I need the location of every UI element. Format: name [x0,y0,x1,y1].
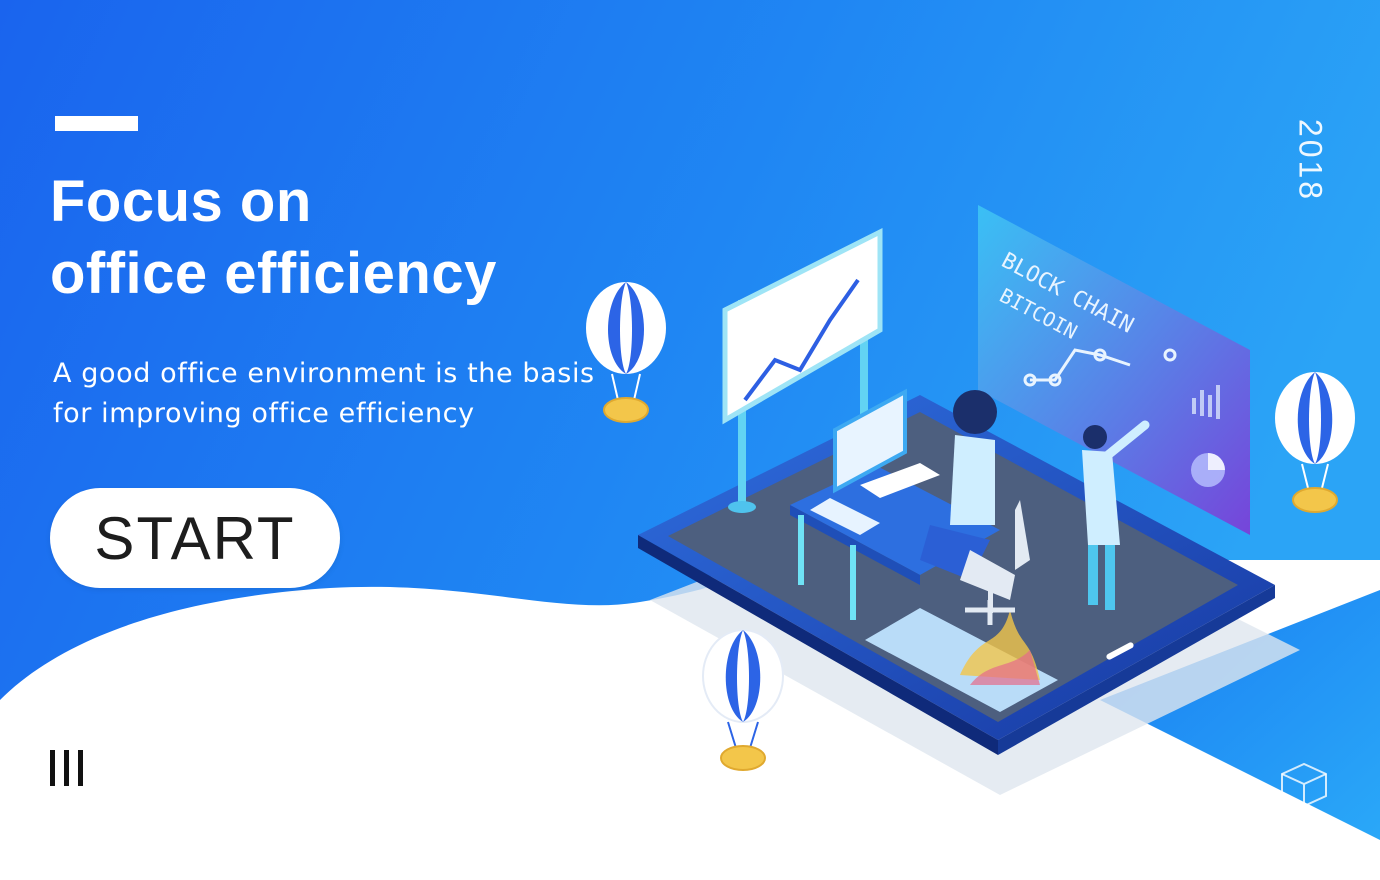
hot-air-balloon-icon [1275,372,1355,513]
hero-subtitle-line-2: for improving office efficiency [53,398,475,429]
hero-title: Focus on office efficiency [50,166,497,310]
block-chain-panel: BLOCK CHAIN BITCOIN [978,205,1250,535]
standing-person [1082,420,1150,610]
hero-title-line-1: Focus on [50,169,312,234]
bitcoin-coin-icon [1292,487,1338,513]
bitcoin-coin-icon [720,745,766,771]
office-illustration: BLOCK CHAIN BITCOIN [638,205,1300,795]
seated-person [920,390,1030,625]
hero-title-line-2: office efficiency [50,241,497,306]
start-button[interactable]: START [50,488,340,588]
hot-air-balloon-icon [702,629,784,771]
hot-air-balloon-icon [586,282,666,423]
hero-subtitle: A good office environment is the basis f… [53,354,713,434]
cube-icon [1281,762,1327,808]
menu-icon[interactable] [50,750,84,786]
accent-bar [55,116,138,131]
whiteboard [722,227,883,513]
hero-subtitle-line-1: A good office environment is the basis [53,358,595,389]
chart-card [865,608,1058,712]
bitcoin-coin-icon [603,397,649,423]
